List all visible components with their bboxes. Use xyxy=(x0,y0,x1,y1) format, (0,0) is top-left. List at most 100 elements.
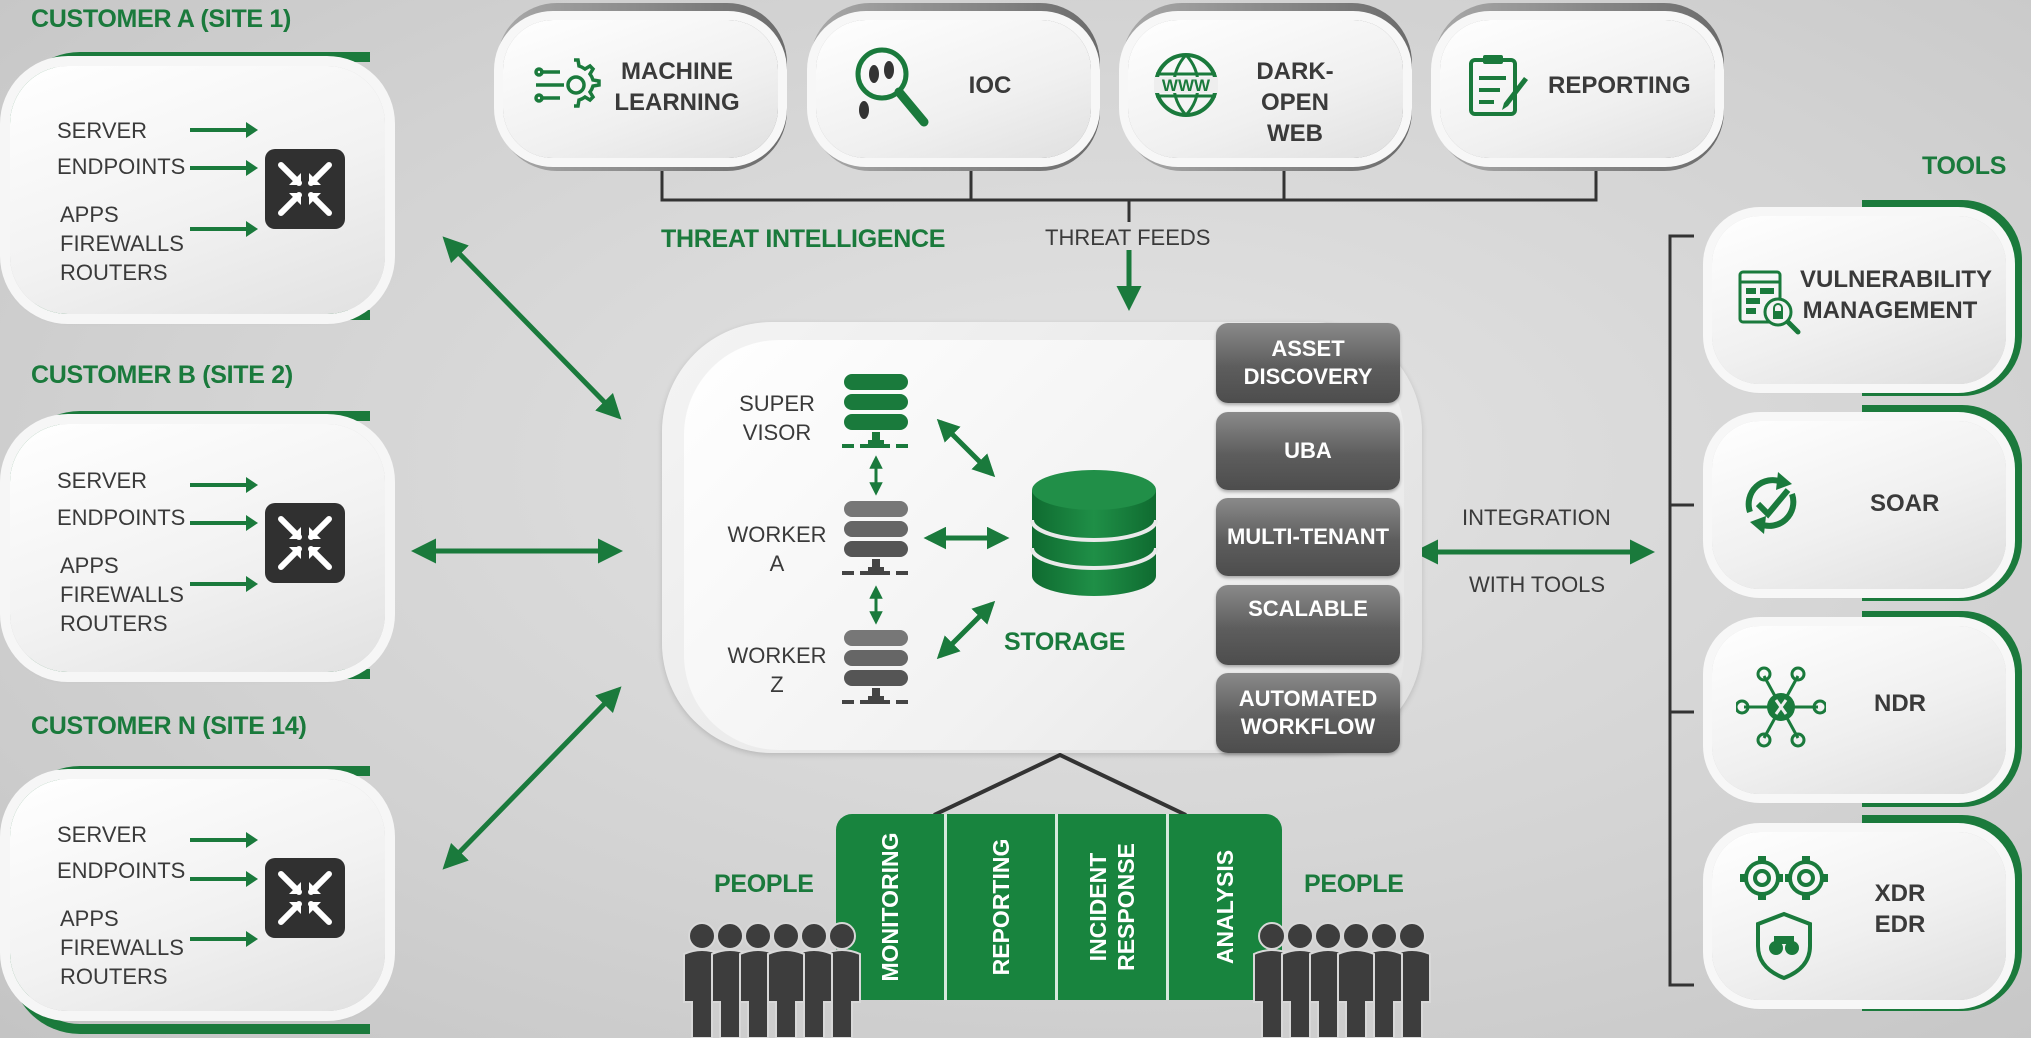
vulnerability-scan-icon xyxy=(1738,270,1801,335)
tool-label: SOAR xyxy=(1870,490,1940,517)
customer-item-endpoints: ENDPOINTS xyxy=(57,154,186,179)
ti-label: MACHINE LEARNING xyxy=(612,56,742,118)
uba-button[interactable]: UBA xyxy=(1216,412,1400,490)
customer-b-title: CUSTOMER B (SITE 2) xyxy=(31,361,293,389)
ops-label: REPORTING xyxy=(988,838,1014,976)
customer-a-title: CUSTOMER A (SITE 1) xyxy=(31,5,292,33)
ops-column-incident-response: INCIDENT RESPONSE xyxy=(1058,814,1169,1000)
gears-shield-icon xyxy=(1740,856,1828,981)
tool-accent-bar xyxy=(1862,611,2022,807)
tools-title: TOOLS xyxy=(1922,152,2007,180)
arrow-right-icon xyxy=(190,122,258,138)
scalable-button[interactable]: SCALABLE xyxy=(1216,585,1400,665)
worker-z-label: WORKER Z xyxy=(727,641,827,699)
with-tools-label: WITH TOOLS xyxy=(1469,572,1606,597)
arrow-right-icon xyxy=(190,871,258,887)
worker-a-server-icon xyxy=(842,501,910,575)
collector-icon xyxy=(265,858,345,938)
worker-a-label: WORKER A xyxy=(727,520,827,578)
customer-item-server: SERVER xyxy=(57,468,148,493)
automated-workflow-button[interactable]: AUTOMATED WORKFLOW xyxy=(1216,673,1400,753)
ti-label: DARK-OPEN WEB xyxy=(1225,56,1365,149)
ops-label-line1: INCIDENT xyxy=(1085,852,1111,962)
supervisor-server-icon xyxy=(842,374,910,448)
arrow-right-icon xyxy=(190,931,258,947)
collector-icon xyxy=(265,149,345,229)
customer-item-routers: ROUTERS xyxy=(60,964,168,989)
customer-item-endpoints: ENDPOINTS xyxy=(57,858,186,883)
www-globe-icon: WWW xyxy=(1154,53,1218,117)
tool-card-body xyxy=(1712,216,2006,384)
tool-label: XDR EDR xyxy=(1862,878,1938,940)
collector-icon xyxy=(265,503,345,583)
customer-n-title: CUSTOMER N (SITE 14) xyxy=(31,712,307,740)
svg-text:WWW: WWW xyxy=(1162,76,1211,95)
card-body xyxy=(503,20,778,158)
asset-discovery-button[interactable]: ASSET DISCOVERY xyxy=(1216,323,1400,403)
people-group-icon xyxy=(683,922,861,1038)
network-bug-icon xyxy=(1736,666,1826,748)
node-label-line2: Z xyxy=(770,672,784,697)
multi-tenant-button[interactable]: MULTI-TENANT xyxy=(1216,498,1400,576)
feature-label-line2: DISCOVERY xyxy=(1243,364,1373,389)
worker-z-server-icon xyxy=(842,630,910,704)
arrow-right-icon xyxy=(190,515,258,531)
tool-label: VULNERABILITY MANAGEMENT xyxy=(1800,264,1992,326)
arrow-right-icon xyxy=(190,221,258,237)
arrow-right-icon xyxy=(190,477,258,493)
node-label-line1: WORKER xyxy=(727,643,827,668)
feature-label-line1: AUTOMATED xyxy=(1238,686,1378,711)
storage-database-icon xyxy=(1030,470,1158,596)
ti-label-line2: LEARNING xyxy=(614,89,740,116)
feature-label-line1: ASSET xyxy=(1271,336,1345,361)
feature-label-line2: WORKFLOW xyxy=(1240,714,1376,739)
integration-label: INTEGRATION xyxy=(1462,505,1611,530)
ops-label-line2: RESPONSE xyxy=(1113,843,1139,971)
ops-label: INCIDENT RESPONSE xyxy=(1084,843,1140,971)
customer-item-server: SERVER xyxy=(57,822,148,847)
clipboard-pen-icon xyxy=(1469,55,1528,116)
customer-item-apps: APPS xyxy=(60,553,119,578)
ti-label-line1: MACHINE xyxy=(621,58,733,85)
ops-label: MONITORING xyxy=(877,832,903,982)
tool-label-line1: VULNERABILITY xyxy=(1800,266,1992,293)
ops-label: ANALYSIS xyxy=(1211,849,1238,965)
customer-item-apps: APPS xyxy=(60,202,119,227)
gear-circuit-icon xyxy=(534,58,601,108)
arrow-right-icon xyxy=(190,160,258,176)
tool-card-body xyxy=(1712,626,2006,794)
tool-label-line1: XDR xyxy=(1874,880,1926,907)
arrow-right-icon xyxy=(190,832,258,848)
operations-panel: MONITORING REPORTING INCIDENT RESPONSE A… xyxy=(836,814,1282,1000)
link-arrow-customer-a xyxy=(442,236,622,420)
ops-column-monitoring: MONITORING xyxy=(836,814,947,1000)
refresh-check-icon xyxy=(1745,472,1797,534)
people-group-icon xyxy=(1253,922,1431,1038)
tool-accent-bar xyxy=(1862,200,2022,396)
customer-item-endpoints: ENDPOINTS xyxy=(57,505,186,530)
customer-item-firewalls: FIREWALLS xyxy=(60,935,184,960)
people-right-label: PEOPLE xyxy=(1304,870,1404,898)
footprint-magnifier-icon xyxy=(855,47,929,127)
ti-label: IOC xyxy=(968,72,1012,99)
node-label-line2: VISOR xyxy=(742,420,812,445)
customer-item-apps: APPS xyxy=(60,906,119,931)
threat-intelligence-title: THREAT INTELLIGENCE xyxy=(661,225,946,253)
customer-item-routers: ROUTERS xyxy=(60,611,168,636)
node-label-line2: A xyxy=(769,551,785,576)
supervisor-label: SUPER VISOR xyxy=(732,389,822,447)
node-label-line1: WORKER xyxy=(727,522,827,547)
customer-item-server: SERVER xyxy=(57,118,148,143)
customer-item-routers: ROUTERS xyxy=(60,260,168,285)
tool-accent-bar xyxy=(1862,405,2022,601)
customer-item-firewalls: FIREWALLS xyxy=(60,582,184,607)
tool-label-line2: MANAGEMENT xyxy=(1802,297,1978,324)
ti-label: REPORTING xyxy=(1548,72,1691,99)
tool-label-line2: EDR xyxy=(1874,911,1926,938)
people-left-label: PEOPLE xyxy=(714,870,814,898)
customer-item-firewalls: FIREWALLS xyxy=(60,231,184,256)
ti-label-line1: DARK-OPEN xyxy=(1256,58,1334,116)
tool-accent-bar xyxy=(1862,815,2022,1011)
